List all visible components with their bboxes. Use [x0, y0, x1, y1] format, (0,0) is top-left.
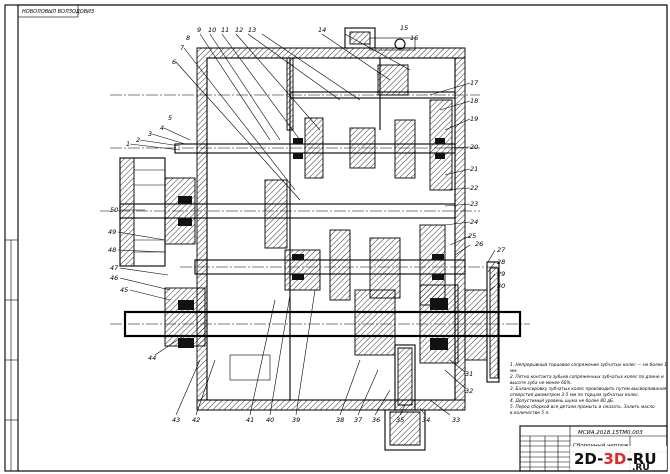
note-line-2: мм.: [510, 369, 518, 374]
note-line-5: 3. Балансировку зубчатых колес производи…: [510, 386, 667, 392]
callout-42: 42: [192, 416, 200, 424]
callout-41: 41: [246, 416, 254, 424]
callouts-right: 17 18 19 20 21 22 23 24 25 26 27 28 29 3…: [468, 79, 506, 290]
callouts-bottom: 43 42 41 40 39 38 37 36 35 34 33 32 31: [172, 370, 473, 424]
callout-45: 45: [120, 286, 128, 294]
callout-1: 1: [126, 140, 130, 148]
callout-38: 38: [336, 416, 344, 424]
vertical-stamp: НОВОЛОВЫЛ ВОЛЗОДОВИЗ: [17, 4, 95, 18]
note-line-9: в количестве 5 л.: [510, 410, 549, 416]
note-line-6: отверстия диаметром 3-5 мм по торцам зуб…: [510, 392, 639, 398]
note-line-3: 2. Пятно контакта зубьев сопряженных зуб…: [510, 374, 664, 380]
callout-4: 4: [160, 124, 164, 132]
callout-29: 29: [497, 270, 505, 278]
callout-28: 28: [497, 258, 505, 266]
callout-46: 46: [110, 274, 118, 282]
callout-12: 12: [235, 26, 243, 34]
callout-36: 36: [372, 416, 380, 424]
callout-50: 50: [110, 206, 118, 214]
callout-18: 18: [470, 97, 478, 105]
gears: [164, 64, 459, 364]
watermark-part-3: -RU: [627, 450, 657, 468]
callout-30: 30: [497, 282, 505, 290]
callout-5: 5: [168, 114, 172, 122]
callout-17: 17: [470, 79, 479, 87]
callout-48: 48: [108, 246, 116, 254]
callout-3: 3: [148, 130, 152, 138]
callout-20: 20: [470, 143, 478, 151]
site-watermark: 2D-3D-RU .RU: [570, 446, 667, 473]
callout-26: 26: [475, 240, 483, 248]
note-line-8: 5. Перед сборкой все детали промыть и см…: [510, 404, 655, 410]
callout-10: 10: [208, 26, 216, 34]
callout-49: 49: [108, 228, 116, 236]
drawing-frame: [4, 4, 668, 472]
callout-21: 21: [470, 165, 478, 173]
callout-19: 19: [470, 115, 478, 123]
callout-23: 23: [470, 200, 478, 208]
callout-39: 39: [292, 416, 300, 424]
watermark-part-1: 2D-: [574, 450, 603, 468]
note-line-4: высоте зуба не менее 60%.: [510, 380, 572, 386]
technical-notes: 1. Непрерывный торцовое сопряжение зубча…: [510, 362, 667, 416]
callout-9: 9: [197, 26, 201, 34]
callout-25: 25: [468, 232, 476, 240]
shift-fork-mechanism: [369, 37, 416, 411]
note-line-7: 4. Допустимый уровень шума не более 80 д…: [510, 398, 614, 404]
callout-40: 40: [266, 416, 274, 424]
callout-31: 31: [465, 370, 473, 378]
callout-32: 32: [465, 387, 473, 395]
watermark-part-2: 3D: [603, 450, 626, 468]
callout-2: 2: [136, 136, 140, 144]
callout-15: 15: [400, 24, 408, 32]
callout-43: 43: [172, 416, 180, 424]
watermark-domain: .RU: [632, 463, 650, 473]
watermark-text: 2D-3D-RU: [574, 450, 657, 468]
callout-16: 16: [410, 34, 418, 42]
callout-11: 11: [221, 26, 229, 34]
v-belt-pulley: [119, 157, 196, 267]
bearings: [178, 138, 448, 350]
callouts-left: 1 2 3 4 5 6 7 8 50 49 48 47 46 45 44: [108, 34, 190, 362]
callout-24: 24: [470, 218, 478, 226]
callout-6: 6: [172, 58, 176, 66]
callout-33: 33: [452, 416, 460, 424]
callout-37: 37: [354, 416, 363, 424]
callout-44: 44: [148, 354, 156, 362]
callout-35: 35: [396, 416, 404, 424]
document-code: МСИА.2018.15ТМ0.003: [578, 430, 643, 436]
callout-22: 22: [470, 184, 478, 192]
callout-27: 27: [497, 246, 506, 254]
callout-34: 34: [422, 416, 430, 424]
note-line-1: 1. Непрерывный торцовое сопряжение зубча…: [510, 362, 667, 368]
callout-47: 47: [110, 264, 119, 272]
vertical-stamp-text: НОВОЛОВЫЛ ВОЛЗОДОВИЗ: [22, 9, 95, 15]
leader-lines: [117, 33, 496, 416]
callout-7: 7: [180, 44, 185, 52]
callouts-top: 9 10 11 12 13 14 15 16: [197, 24, 418, 42]
callout-13: 13: [248, 26, 256, 34]
callout-8: 8: [186, 34, 190, 42]
right-flange: [464, 261, 500, 383]
callout-14: 14: [318, 26, 326, 34]
